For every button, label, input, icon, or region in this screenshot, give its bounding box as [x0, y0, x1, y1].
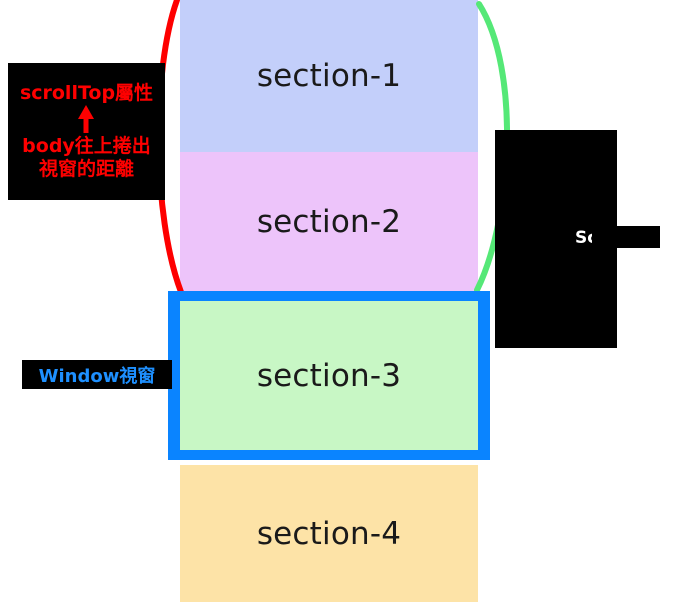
section-3-label: section-3	[256, 357, 402, 394]
section-4-label: section-4	[256, 515, 402, 552]
section-1-label: section-1	[256, 58, 402, 94]
window-viewport-frame: section-3	[168, 291, 490, 460]
right-annotation-occluder-lower	[575, 246, 617, 254]
section-2-label: section-2	[256, 203, 402, 240]
scrolltop-note-line3: 視窗的距離	[38, 158, 134, 180]
right-annotation-label: Sc	[575, 228, 598, 248]
section-1-block: section-1	[180, 0, 478, 152]
window-annotation-box: Window視窗	[22, 360, 172, 389]
section-3-block: section-3	[180, 301, 478, 450]
scrolltop-note-line2: body往上捲出	[22, 135, 151, 157]
window-annotation-label: Window視窗	[38, 365, 156, 387]
scrolltop-annotation-box: scrollTop屬性 body往上捲出 視窗的距離	[8, 63, 165, 200]
arrow-up-icon	[78, 105, 94, 133]
section-4-block: section-4	[180, 465, 478, 602]
scrolltop-note-line1: scrollTop屬性	[19, 82, 154, 104]
section-2-block: section-2	[180, 152, 478, 291]
right-annotation-occluder	[592, 226, 660, 248]
